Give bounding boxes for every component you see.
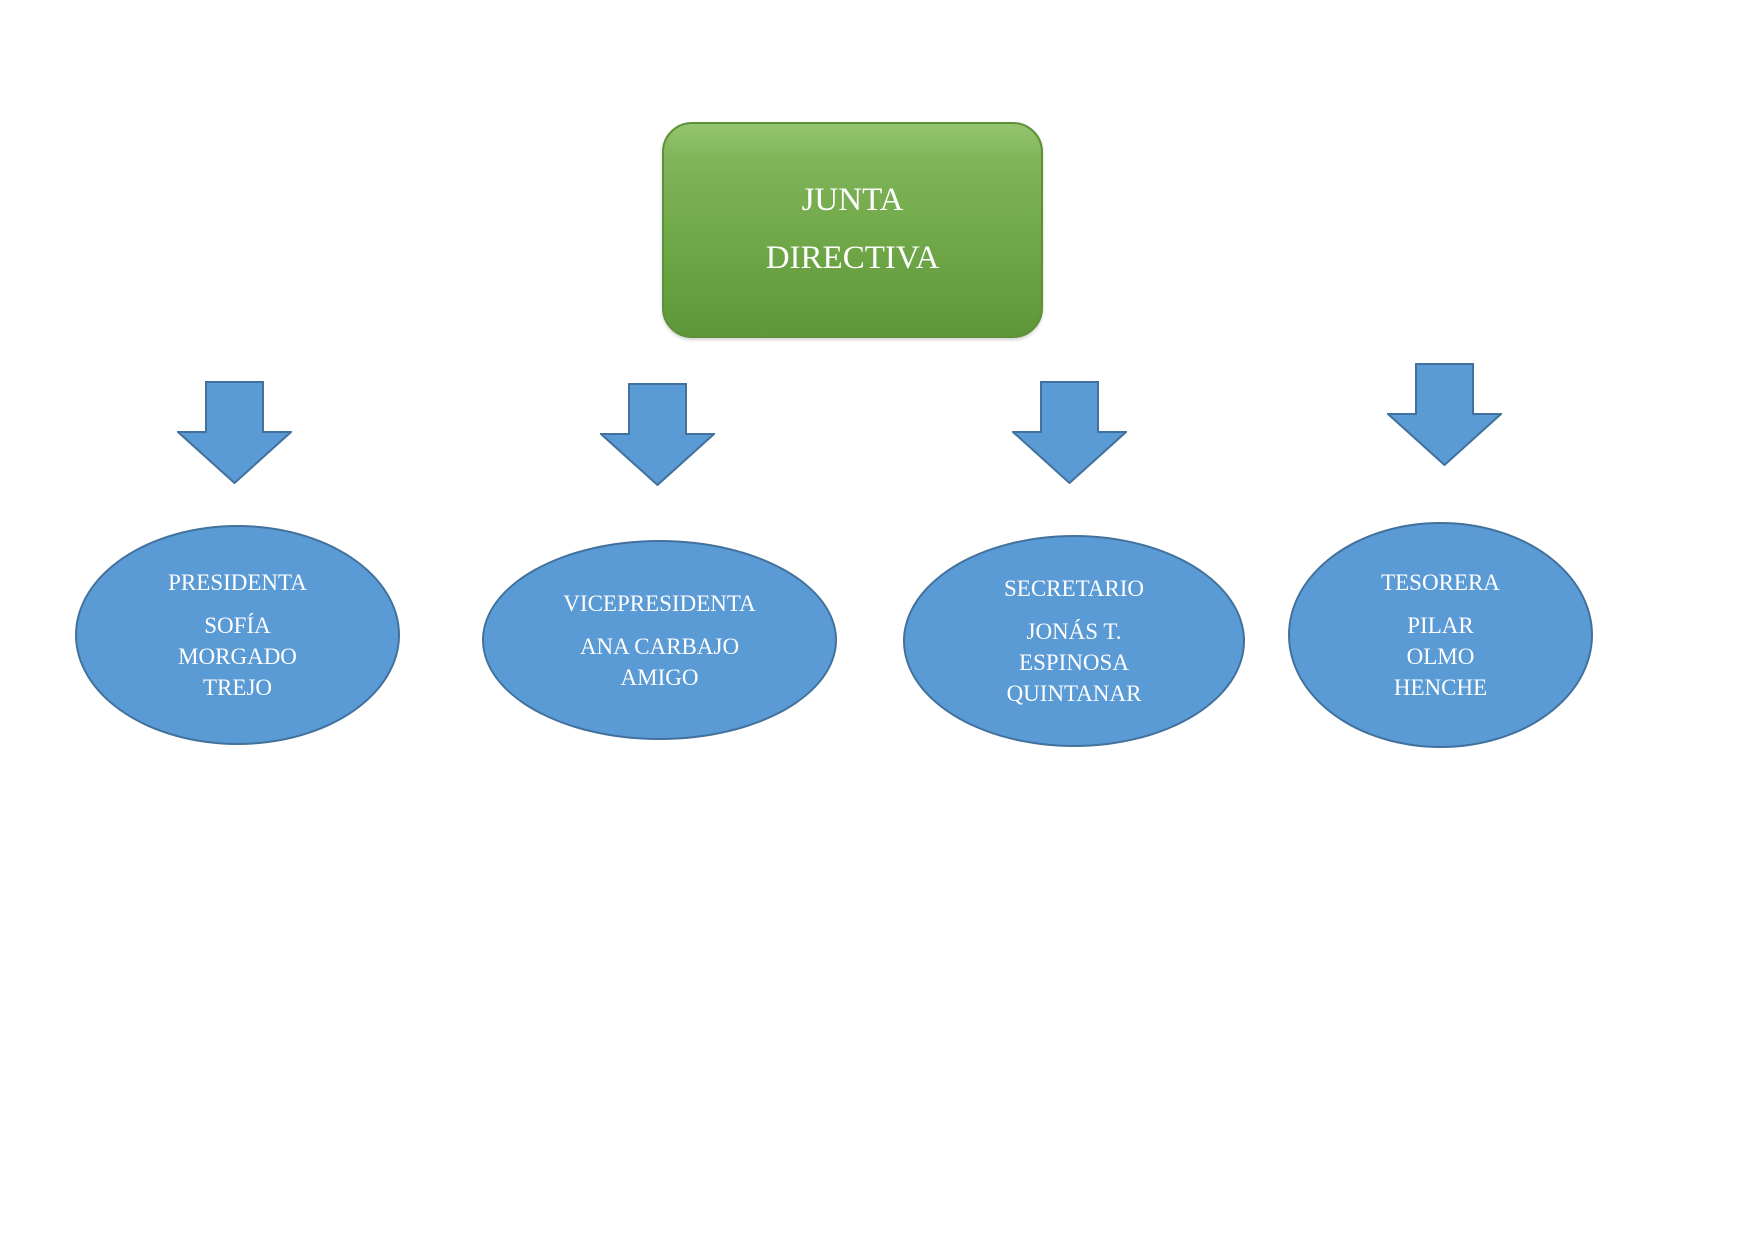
role-node-tesorera: TESORERA PILAR OLMO HENCHE — [1288, 522, 1593, 748]
junta-directiva-title-line-1: JUNTA — [801, 182, 904, 219]
role-node-presidenta: PRESIDENTA SOFÍA MORGADO TREJO — [75, 525, 400, 745]
role-name-line: TREJO — [203, 675, 272, 700]
down-arrow-icon — [177, 381, 292, 484]
role-title: SECRETARIO — [1004, 576, 1144, 601]
role-title: PRESIDENTA — [168, 570, 307, 595]
role-node-vicepresidenta: VICEPRESIDENTA ANA CARBAJO AMIGO — [482, 540, 837, 740]
role-name-line: AMIGO — [620, 664, 699, 690]
role-name-line: QUINTANAR — [1006, 681, 1142, 706]
role-title: TESORERA — [1381, 570, 1500, 595]
role-name-line: JONÁS T. — [1026, 619, 1122, 644]
role-name-line: HENCHE — [1393, 675, 1488, 700]
role-title: VICEPRESIDENTA — [563, 590, 756, 616]
role-name-line: OLMO — [1406, 644, 1475, 669]
junta-directiva-node: JUNTA DIRECTIVA — [662, 122, 1043, 338]
role-name-line: ANA CARBAJO — [579, 633, 740, 659]
down-arrow-icon — [1012, 381, 1127, 484]
role-name-line: PILAR — [1407, 613, 1474, 638]
junta-directiva-title-line-2: DIRECTIVA — [765, 240, 940, 276]
down-arrow-icon — [1387, 363, 1502, 466]
down-arrow-icon — [600, 383, 715, 486]
role-name-line: ESPINOSA — [1019, 650, 1129, 675]
role-name-line: SOFÍA — [204, 613, 271, 638]
role-name-line: MORGADO — [178, 644, 297, 669]
role-node-secretario: SECRETARIO JONÁS T. ESPINOSA QUINTANAR — [903, 535, 1245, 747]
